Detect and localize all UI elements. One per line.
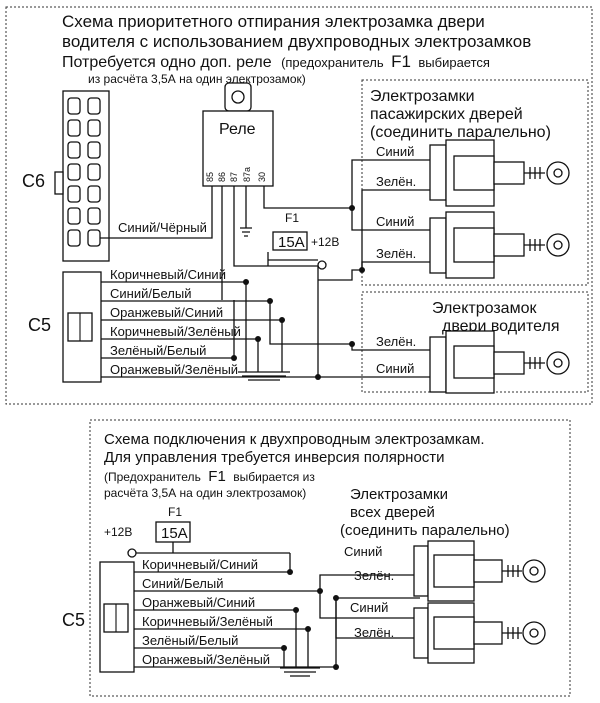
top-title-line3-b: (предохранитель	[281, 55, 384, 70]
relay-pin-30: 30	[257, 172, 267, 182]
svg-text:Коричневый/Зелёный: Коричневый/Зелёный	[142, 614, 273, 629]
top-lock-wire-labels: Синий Зелён. Синий Зелён. Зелён. Синий	[376, 144, 416, 376]
top-title-line1: Схема приоритетного отпирания электрозам…	[62, 12, 485, 31]
svg-text:Оранжевый/Зелёный: Оранжевый/Зелёный	[110, 362, 238, 377]
svg-text:Оранжевый/Зелёный: Оранжевый/Зелёный	[142, 652, 270, 667]
top-frame	[5, 6, 593, 405]
driver-box-line1: Электрозамок	[432, 300, 537, 317]
svg-text:Оранжевый/Синий: Оранжевый/Синий	[110, 305, 223, 320]
bottom-junctions	[281, 569, 339, 670]
top-c5-wire-labels: Коричневый/Синий Синий/Белый Оранжевый/С…	[110, 267, 241, 377]
ground-symbol-c5-top	[238, 371, 290, 381]
svg-text:Зелён.: Зелён.	[376, 334, 416, 349]
relay-label: Реле	[219, 121, 256, 138]
bottom-frame	[89, 419, 571, 697]
relay-pin-87: 87	[229, 172, 239, 182]
top-title-line4: из расчёта 3,5А на один электрозамок)	[88, 72, 306, 86]
svg-text:Зелёный/Белый: Зелёный/Белый	[110, 343, 206, 358]
lock-actuator-passenger-1	[429, 139, 570, 207]
svg-text:Зелён.: Зелён.	[354, 568, 394, 583]
bottom-note-line1: (Предохранитель F1 выбирается из	[104, 468, 315, 485]
relay-pin-85: 85	[205, 172, 215, 182]
bottom-note-line2: расчёта 3,5А на один электрозамок)	[104, 486, 306, 500]
relay	[202, 82, 274, 187]
svg-text:Синий/Белый: Синий/Белый	[142, 576, 224, 591]
bottom-title-line1: Схема подключения к двухпроводным электр…	[104, 431, 485, 448]
svg-text:Зелён.: Зелён.	[354, 625, 394, 640]
relay-pin-87a: 87a	[242, 167, 252, 182]
svg-text:Синий: Синий	[376, 214, 414, 229]
top-title-line3: Потребуется одно доп. реле (предохраните…	[62, 52, 490, 71]
relay-wiring	[221, 186, 352, 300]
bottom-locks-line1: Электрозамки	[350, 486, 448, 503]
top-junctions	[231, 205, 365, 380]
passenger-box-line1: Электрозамки	[370, 88, 475, 105]
svg-text:Зелён.: Зелён.	[376, 246, 416, 261]
passenger-box-line3: (соединить паралельно)	[370, 124, 551, 141]
svg-text:Синий/Белый: Синий/Белый	[110, 286, 192, 301]
driver-lock-frame	[361, 291, 589, 393]
connector-c5-bottom	[99, 561, 135, 673]
connector-c6	[54, 90, 110, 262]
bottom-locks-line3: (соединить паралельно)	[340, 522, 510, 539]
connector-c5-top	[62, 271, 102, 383]
ground-symbol-c5-bottom	[280, 667, 320, 677]
relay-pin-86: 86	[217, 172, 227, 182]
bottom-title-line2: Для управления требуется инверсия полярн…	[104, 449, 445, 466]
svg-text:Синий: Синий	[350, 600, 388, 615]
bottom-fuse-value: 15A	[161, 525, 188, 542]
bottom-note-line1-f1: F1	[208, 468, 226, 485]
top-fuse-label: F1	[285, 211, 299, 225]
bottom-locks-line2: всех дверей	[350, 504, 435, 521]
c6-pins	[67, 97, 101, 247]
bottom-supply: +12В	[104, 525, 132, 539]
top-title-line3-a: Потребуется одно доп. реле	[62, 54, 272, 71]
lock-actuator-bottom-1	[413, 540, 546, 602]
top-supply: +12В	[311, 235, 339, 249]
top-title-line3-c: выбирается	[418, 55, 490, 70]
svg-text:Оранжевый/Синий: Оранжевый/Синий	[142, 595, 255, 610]
bottom-supply-terminal	[127, 548, 137, 558]
svg-text:Синий: Синий	[344, 544, 382, 559]
lock-actuator-passenger-2	[429, 211, 570, 279]
bottom-note-line1-b: выбирается из	[233, 470, 315, 484]
bottom-fuse-label: F1	[168, 505, 182, 519]
passenger-locks-frame	[361, 79, 589, 286]
svg-text:Синий: Синий	[376, 361, 414, 376]
svg-text:Коричневый/Синий: Коричневый/Синий	[110, 267, 226, 282]
lock-actuator-driver	[429, 330, 570, 394]
svg-text:Зелёный/Белый: Зелёный/Белый	[142, 633, 238, 648]
connector-c5-bottom-label: C5	[62, 610, 85, 630]
wire-c6-to-relay	[100, 186, 213, 239]
top-title-line3-f1: F1	[391, 52, 411, 71]
bottom-lock-wiring	[319, 591, 420, 639]
top-supply-terminal	[317, 260, 327, 270]
connector-c5-top-label: C5	[28, 315, 51, 335]
svg-text:Коричневый/Синий: Коричневый/Синий	[142, 557, 258, 572]
top-lock-wiring	[318, 159, 436, 378]
connector-c6-label: C6	[22, 171, 45, 191]
relay-pins: 85 86 87 87a 30	[205, 167, 267, 182]
svg-text:Синий: Синий	[376, 144, 414, 159]
top-title-line2: водителя с использованием двухпроводных …	[62, 32, 531, 51]
svg-text:Коричневый/Зелёный: Коричневый/Зелёный	[110, 324, 241, 339]
passenger-box-line2: пасажирских дверей	[370, 106, 523, 123]
wire-c6-label: Синий/Чёрный	[118, 220, 207, 235]
bottom-note-line1-a: (Предохранитель	[104, 470, 201, 484]
top-fuse-value: 15A	[278, 234, 305, 251]
lock-actuator-bottom-2	[413, 602, 546, 664]
svg-text:Зелён.: Зелён.	[376, 174, 416, 189]
top-fuse	[272, 231, 308, 251]
bottom-c5-wire-labels: Коричневый/Синий Синий/Белый Оранжевый/С…	[142, 557, 273, 667]
bottom-lock-wire-labels: Синий Зелён. Синий Зелён.	[344, 544, 394, 640]
ground-symbol-relay	[240, 227, 252, 237]
